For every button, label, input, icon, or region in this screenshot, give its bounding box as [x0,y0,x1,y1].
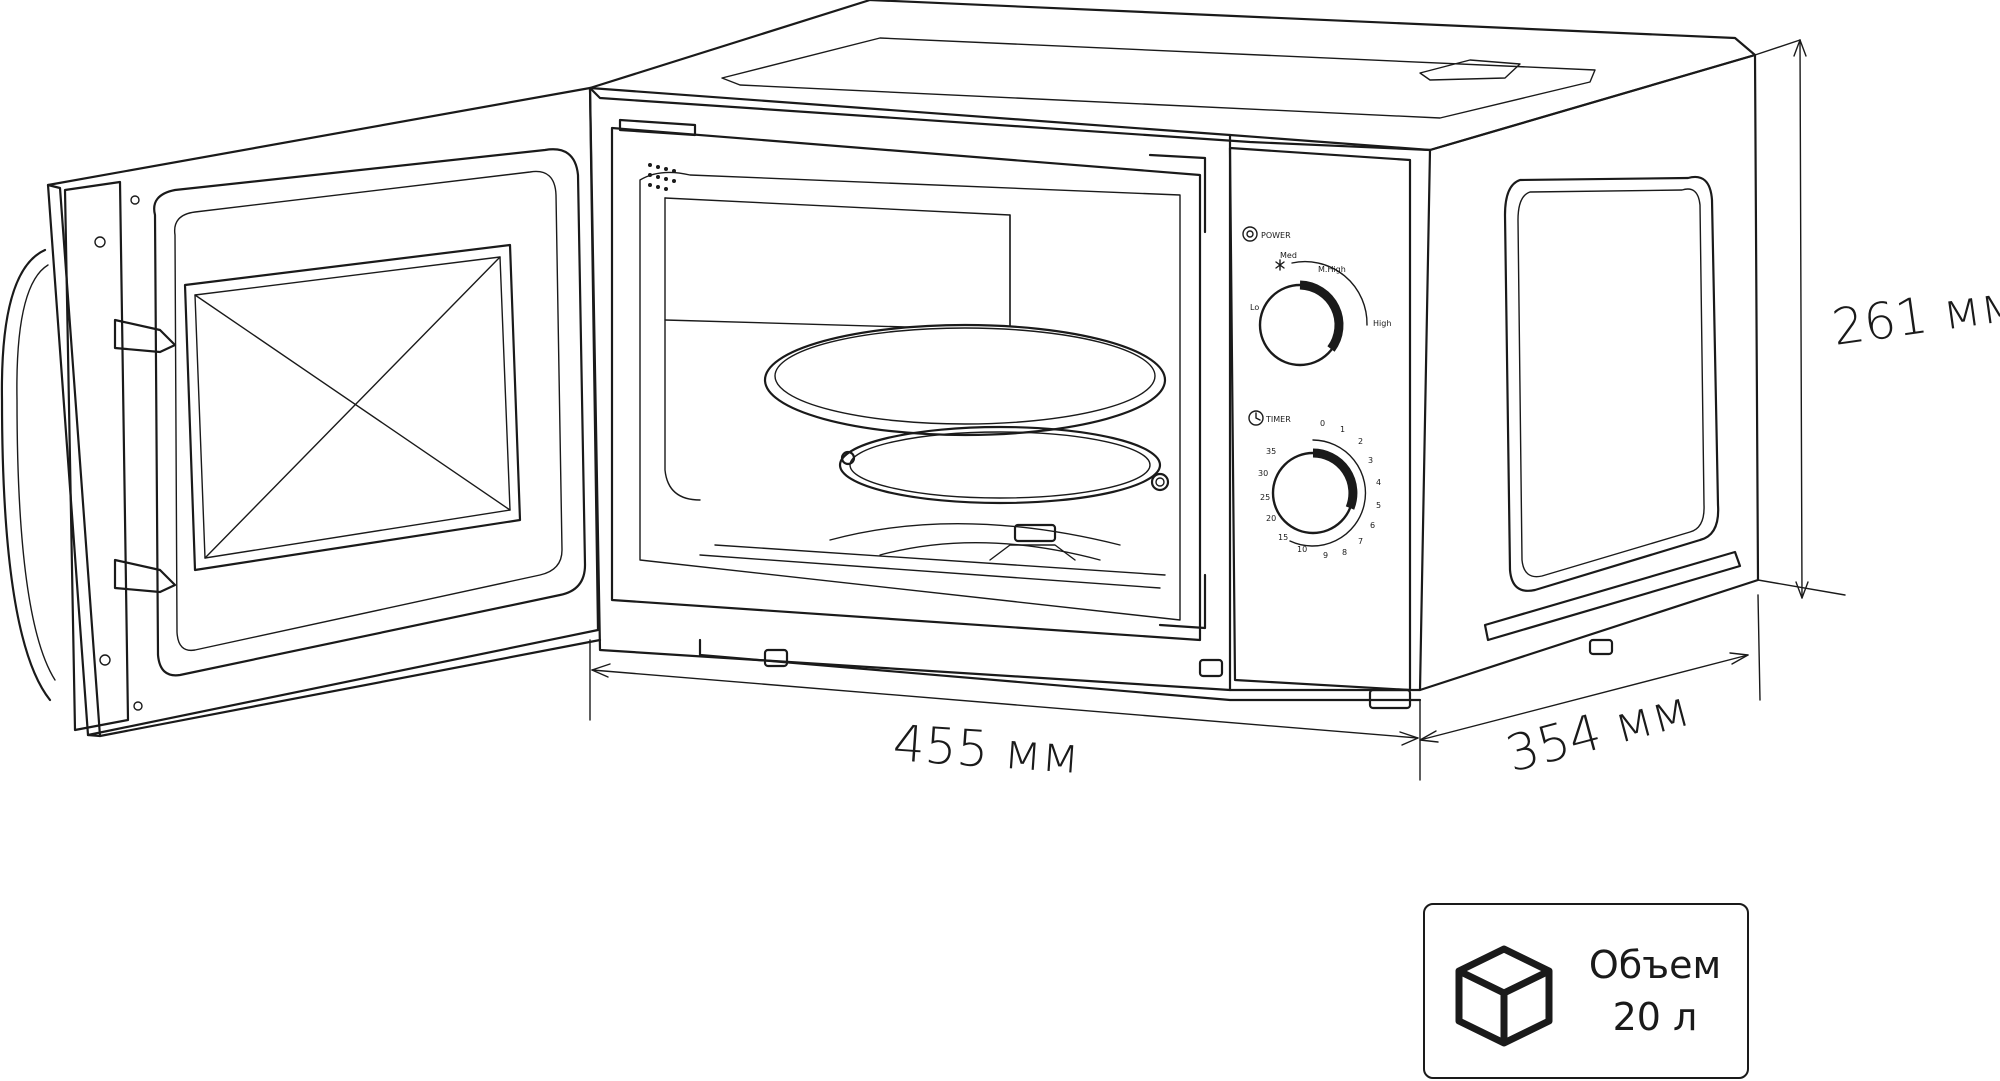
clock-icon [1248,410,1264,426]
timer-mark: 2 [1358,437,1363,446]
timer-mark: 30 [1258,469,1268,478]
snowflake-icon [1275,259,1285,271]
timer-mark: 9 [1323,551,1328,560]
timer-mark: 4 [1376,478,1381,487]
dimension-width: 455 мм [589,639,1421,785]
cube-icon [1455,945,1553,1047]
timer-mark: 25 [1260,493,1270,502]
door [0,86,602,738]
microwave-body [588,0,1760,710]
width-label: 455 мм [891,714,1081,785]
power-level-lo: Lo [1250,303,1259,312]
timer-mark: 10 [1297,545,1307,554]
timer-mark: 5 [1376,501,1381,510]
power-label: POWER [1261,231,1291,240]
roller-ring [838,425,1170,505]
control-panel: POWER Lo Med M.High High TIMER 0 1 [1228,146,1412,692]
timer-mark: 7 [1358,537,1363,546]
timer-mark: 3 [1368,456,1373,465]
depth-label: 354 мм [1500,679,1695,783]
volume-text: Объем 20 л [1575,939,1735,1043]
timer-mark: 8 [1342,548,1347,557]
power-knob[interactable] [1258,260,1368,367]
timer-mark: 1 [1340,425,1345,434]
timer-scale: 0 1 2 3 4 5 6 7 8 9 10 15 20 25 30 35 [1258,419,1381,560]
dimension-height: 261 мм [1754,39,2000,599]
power-level-high: High [1373,319,1391,328]
timer-mark: 6 [1370,521,1375,530]
timer-mark: 20 [1266,514,1276,523]
power-label-group: POWER [1242,226,1291,242]
dimension-depth: 354 мм [1419,594,1761,784]
timer-mark: 15 [1278,533,1288,542]
timer-label: TIMER [1265,415,1291,424]
volume-value: 20 л [1612,995,1698,1039]
power-level-med: Med [1280,251,1297,260]
volume-label: Объем [1588,943,1722,987]
power-icon [1242,226,1258,242]
power-level-mhigh: M.High [1318,265,1346,274]
timer-knob[interactable] [1271,439,1367,547]
height-label: 261 мм [1829,273,2000,356]
turntable-plate [763,323,1167,437]
vent-holes [648,163,676,191]
door-window-mesh [183,243,522,572]
timer-mark: 35 [1266,447,1276,456]
timer-label-group: TIMER [1248,410,1291,426]
oven-cavity [618,118,1207,630]
volume-badge: Объем 20 л [1423,903,1749,1079]
timer-mark: 0 [1320,419,1325,428]
